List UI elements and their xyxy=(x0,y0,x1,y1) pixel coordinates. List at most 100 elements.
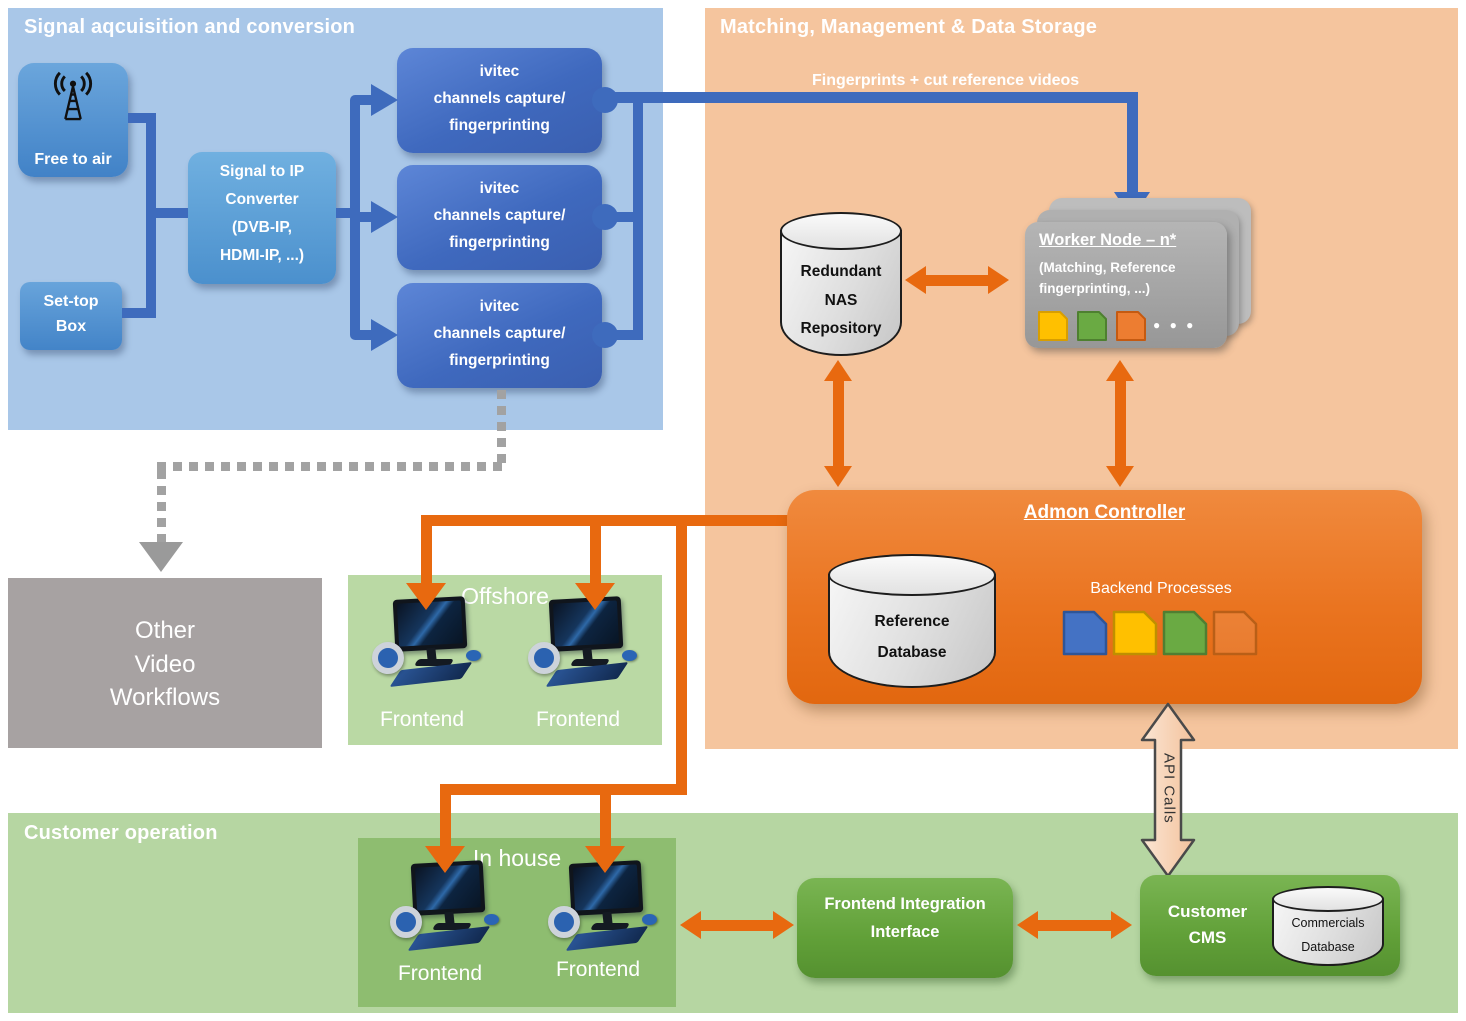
double-arrow-worker-admon xyxy=(1106,360,1134,487)
arrowhead-inhouse-2 xyxy=(585,846,625,873)
connector-fta-stub xyxy=(128,113,156,123)
orange-file-icon xyxy=(1116,311,1146,341)
cylinder-body xyxy=(780,230,902,356)
double-arrow-fii-cms xyxy=(1017,911,1132,939)
matching-panel-title: Matching, Management & Data Storage xyxy=(720,16,1098,38)
admon-controller-title: Admon Controller xyxy=(1023,502,1186,523)
connector-fingerprints-horizontal xyxy=(605,92,1138,103)
headphones-icon xyxy=(372,642,404,674)
worker-process-file-icons xyxy=(1038,311,1146,341)
arrowhead-inhouse-1 xyxy=(425,846,465,873)
set-top-box-node: Set-top Box xyxy=(20,282,122,350)
connector-to-converter xyxy=(146,208,188,218)
ghost-file-icon xyxy=(1212,610,1258,656)
cylinder-top xyxy=(828,554,996,596)
yellow-file-icon xyxy=(1038,311,1068,341)
double-arrow-nas-admon xyxy=(824,360,852,487)
arrowhead-up xyxy=(1106,360,1134,381)
orange-drop-offshore-2 xyxy=(590,515,601,585)
connector-fan-stub-3 xyxy=(355,330,372,340)
arrowhead-left xyxy=(680,911,701,939)
blue-file-icon xyxy=(1062,610,1108,656)
arrowhead-up xyxy=(824,360,852,381)
in-house-title: In house xyxy=(472,845,562,871)
connector-fan-stub-1 xyxy=(355,95,372,105)
backend-processes-label: Backend Processes xyxy=(1090,580,1232,597)
backend-process-file-icons xyxy=(1062,610,1258,656)
signal-to-ip-converter-node: Signal to IP Converter (DVB-IP, HDMI-IP,… xyxy=(188,152,336,284)
arrowhead-down xyxy=(824,466,852,487)
workstation-icon xyxy=(548,860,658,957)
headphones-icon xyxy=(528,642,560,674)
mouse-icon xyxy=(484,914,499,925)
arrowhead-into-other-workflows xyxy=(139,542,183,572)
arrowhead-into-ivitec-2 xyxy=(371,201,398,233)
orange-drop-offshore-1 xyxy=(421,515,432,585)
workstation-icon xyxy=(528,596,638,693)
nas-repository-cylinder: Redundant NAS Repository xyxy=(780,212,902,356)
commercials-database-label: Commercials Database xyxy=(1291,916,1365,954)
arrow-bar xyxy=(697,919,777,931)
connector-fan-stub-2 xyxy=(355,212,372,222)
connector-right-vertical xyxy=(633,95,643,340)
green-file-icon xyxy=(1162,610,1208,656)
arrowhead-offshore-1 xyxy=(406,583,446,610)
orange-drop-inhouse-2 xyxy=(600,784,611,848)
double-arrow-nas-worker xyxy=(905,266,1009,294)
ivitec-capture-node-3: ivitec channels capture/ fingerprinting xyxy=(397,283,602,388)
dashed-connector-vertical-2 xyxy=(157,470,166,544)
ellipsis-dots: ● ● ● xyxy=(1153,318,1197,332)
arrowhead-right xyxy=(988,266,1009,294)
other-video-workflows-box: Other Video Workflows xyxy=(8,578,322,748)
connector-nub3-link xyxy=(605,330,643,340)
arrow-bar xyxy=(1114,377,1126,470)
arrowhead-into-ivitec-1 xyxy=(371,84,398,116)
dashed-connector-vertical-1 xyxy=(497,390,506,466)
customer-cms-label: Customer CMS xyxy=(1167,902,1248,948)
ivitec-capture-node-1: ivitec channels capture/ fingerprinting xyxy=(397,48,602,153)
commercials-database-cylinder: Commercials Database xyxy=(1272,886,1384,966)
arrowhead-left xyxy=(905,266,926,294)
api-calls-label: API Calls xyxy=(1160,752,1178,824)
arrowhead-right xyxy=(1111,911,1132,939)
arrow-bar xyxy=(1034,919,1115,931)
frontend-label: Frontend xyxy=(535,708,621,731)
worker-node-title: Worker Node – n* xyxy=(1039,231,1177,249)
green-file-icon xyxy=(1077,311,1107,341)
fingerprints-arrow-label: Fingerprints + cut reference videos xyxy=(812,72,1080,89)
connector-stb-stub xyxy=(122,308,156,318)
cylinder-top xyxy=(780,212,902,250)
worker-node-subtitle: (Matching, Reference fingerprinting, ...… xyxy=(1039,260,1176,296)
mouse-icon xyxy=(622,650,637,661)
nas-repository-label: Redundant NAS Repository xyxy=(800,263,882,338)
cylinder-top xyxy=(1272,886,1384,912)
reference-database-cylinder: Reference Database xyxy=(828,554,996,688)
customer-cms-node: Customer CMS Commercials Database xyxy=(1140,875,1400,976)
connector-fingerprints-drop xyxy=(1127,92,1138,194)
orange-drop-inhouse-1 xyxy=(440,784,451,848)
orange-connector-bottom-horizontal xyxy=(440,784,687,795)
orange-connector-main-vertical xyxy=(676,515,687,795)
headphones-icon xyxy=(548,906,580,938)
arrowhead-into-ivitec-3 xyxy=(371,319,398,351)
antenna-icon xyxy=(53,71,93,121)
arrowhead-offshore-2 xyxy=(575,583,615,610)
connector-converter-out xyxy=(336,208,358,218)
double-arrow-inhouse-fii xyxy=(680,911,794,939)
orange-connector-top-horizontal xyxy=(421,515,790,526)
arrowhead-left xyxy=(1017,911,1038,939)
arrow-bar xyxy=(832,377,844,470)
frontend-label: Frontend xyxy=(379,708,465,731)
yellow-file-icon xyxy=(1112,610,1158,656)
ivitec-capture-node-2: ivitec channels capture/ fingerprinting xyxy=(397,165,602,270)
mouse-icon xyxy=(466,650,481,661)
dashed-connector-horizontal xyxy=(157,462,506,471)
offshore-title: Offshore xyxy=(461,583,549,609)
signal-panel-title: Signal aqcuisition and conversion xyxy=(24,16,356,38)
mouse-icon xyxy=(642,914,657,925)
arrowhead-down xyxy=(1106,466,1134,487)
free-to-air-label: Free to air xyxy=(34,151,112,168)
headphones-icon xyxy=(390,906,422,938)
arrowhead-right xyxy=(773,911,794,939)
